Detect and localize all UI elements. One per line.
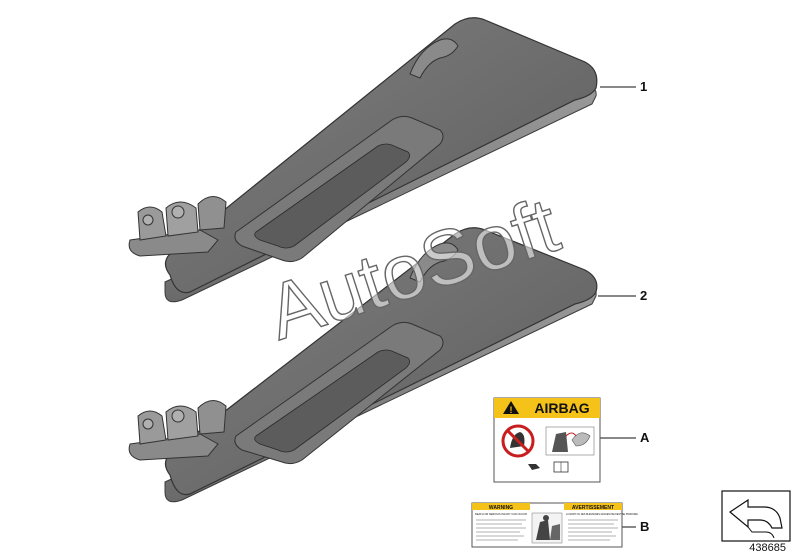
no-rear-facing-child-seat-icon [501, 424, 535, 458]
part-number: 438685 [749, 542, 786, 554]
visor-1-hinge-clip [128, 196, 227, 257]
callout-B: B [640, 519, 650, 534]
sun-visor-2[interactable] [128, 227, 598, 503]
warning-triangle-icon [503, 401, 519, 414]
visor-2-hinge-clip [128, 400, 227, 461]
callout-2: 2 [640, 288, 648, 303]
visor-2-pivot-rod [409, 242, 459, 283]
visor-1-mirror [254, 143, 410, 249]
warning-triangle-glyph: ! [510, 405, 513, 415]
visor-1-pivot-rod [409, 38, 459, 79]
warning-label[interactable]: WARNING AVERTISSEMENT DEATH OR SERIOUS I… [471, 502, 638, 548]
warning-label-right-heading: AVERTISSEMENT [572, 505, 614, 511]
warning-label-fine-print [476, 519, 618, 541]
airbag-label-title: AIRBAG [534, 400, 589, 416]
navigation-arrow-icon[interactable] [721, 490, 791, 542]
visor-2-mirror [254, 349, 410, 453]
child-seat-pictogram-icon [531, 512, 563, 544]
warning-label-right-header [564, 503, 622, 510]
warning-label-right-sub: LA MORT OU DES BLESSURES GRAVES PEUVENT … [566, 513, 638, 516]
callout-A: A [640, 430, 650, 445]
airbag-label[interactable]: ! AIRBAG [493, 397, 601, 483]
warning-label-left-sub: DEATH OR SERIOUS INJURY CAN OCCUR [475, 512, 527, 516]
airbag-deploy-icon [545, 426, 595, 456]
warning-label-left-heading: WARNING [489, 505, 513, 511]
see-manual-icon [528, 461, 569, 473]
callout-1: 1 [640, 79, 648, 94]
sun-visor-1[interactable] [128, 17, 598, 303]
warning-label-left-header [472, 503, 530, 510]
airbag-label-header [494, 398, 600, 418]
